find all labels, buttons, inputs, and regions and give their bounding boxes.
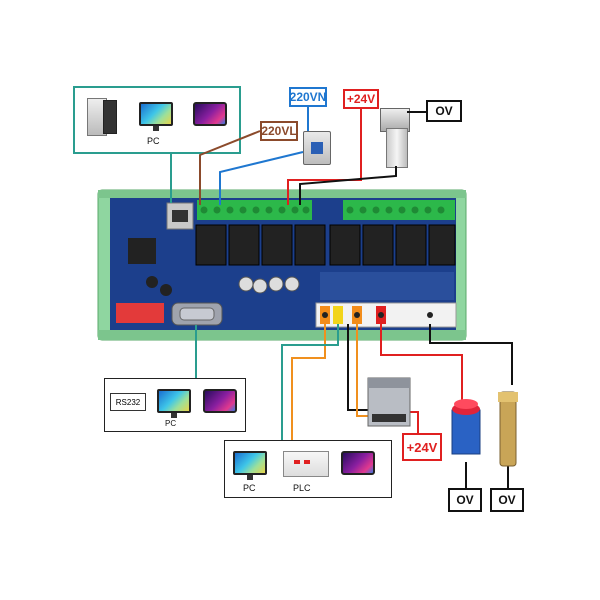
pc-group-top: PC — [73, 86, 241, 154]
wire-valve-black — [299, 166, 397, 205]
plc-device-icon-2 — [103, 100, 117, 134]
monitor-icon-bottom — [233, 451, 267, 480]
tablet-icon-bottom — [341, 451, 375, 475]
plc-label: PLC — [293, 483, 311, 493]
plc-icon — [283, 451, 329, 477]
board-housing-top-edge — [98, 190, 466, 198]
mcu-chip — [128, 238, 156, 264]
tag-220vn: 220VN — [289, 87, 327, 107]
wire-24v-top — [287, 109, 362, 205]
tag-ov-valve: OV — [426, 100, 462, 122]
wire-sensor-black — [429, 324, 513, 385]
capacitors — [238, 276, 300, 294]
wire-ps-red — [380, 324, 463, 400]
wire-24v-bottom — [410, 411, 419, 433]
tag-ov-sensor: OV — [490, 488, 524, 512]
pc-bottom-label: PC — [243, 483, 256, 493]
proximity-sensor — [499, 391, 517, 467]
tablet-icon — [193, 102, 227, 126]
board-housing-bottom-edge — [98, 330, 466, 340]
monitor-icon-rs232 — [157, 389, 191, 418]
wire-orange-plc — [291, 324, 326, 440]
pc-rs232-label: PC — [165, 419, 177, 428]
wire-contactor-blue — [219, 151, 304, 205]
rs232-label: RS232 — [115, 397, 141, 407]
dip-switch — [116, 303, 164, 323]
tablet-icon-rs232 — [203, 389, 237, 413]
push-button — [451, 409, 481, 455]
contactor-icon — [303, 131, 331, 165]
wire-ps-orange — [356, 324, 368, 417]
rs232-group: RS232 PC — [104, 378, 246, 432]
wire-ps-black — [347, 324, 368, 411]
wire-220vl — [199, 130, 261, 205]
tag-24v-top: +24V — [343, 89, 379, 109]
wire-yellow-plc — [281, 324, 339, 440]
tag-24v-bottom: +24V — [402, 433, 442, 461]
pc-plc-group: PC PLC — [224, 440, 392, 498]
relays — [195, 224, 456, 266]
tag-220vl: 220VL — [260, 121, 298, 141]
tag-ov-button: OV — [448, 488, 482, 512]
rs232-label-box: RS232 — [110, 393, 146, 411]
monitor-icon — [139, 102, 173, 131]
pc-top-label: PC — [147, 136, 160, 146]
